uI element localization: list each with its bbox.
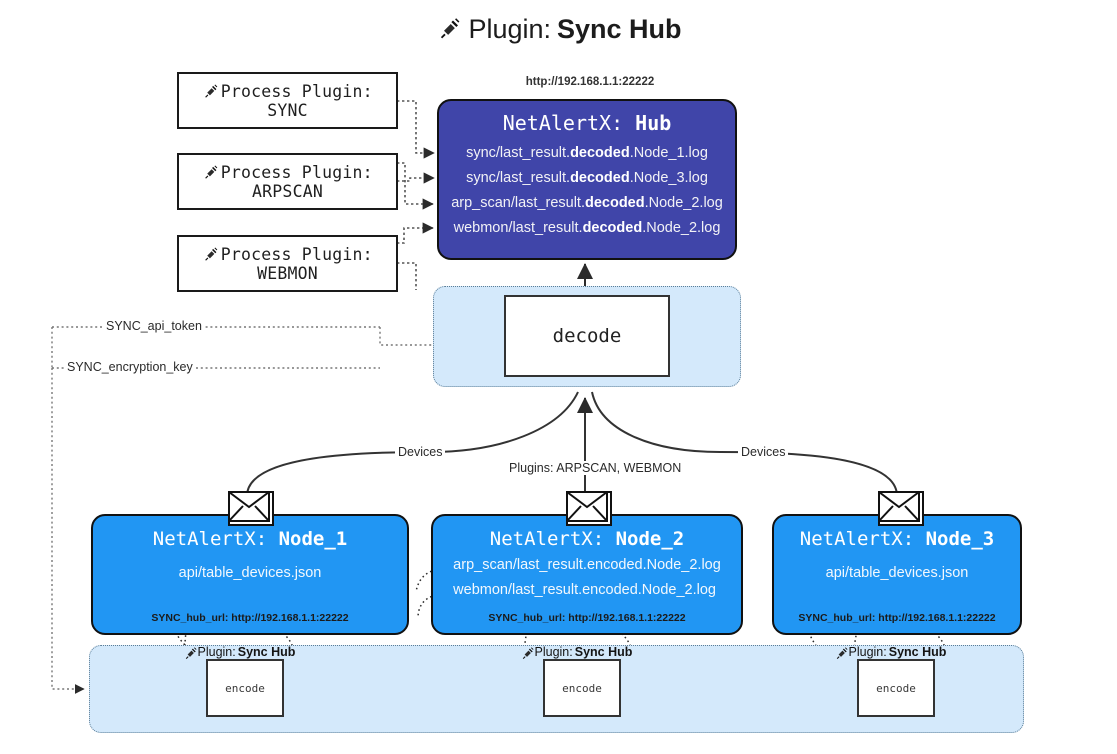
plug-icon [520, 646, 534, 659]
node-lines: api/table_devices.json [826, 561, 969, 586]
hub-log-pre: arp_scan/last_result. [451, 195, 585, 211]
envelope-icon [566, 491, 612, 526]
plug-icon [202, 83, 219, 100]
hub-title: NetAlertX: Hub [503, 111, 672, 135]
hub-log-pre: sync/last_result. [466, 170, 571, 186]
encode-box-3[interactable]: encode [857, 659, 935, 717]
hub-log-post: .Node_2.log [642, 220, 721, 236]
encoder-plugin-label-3: Plugin: Sync Hub [834, 645, 946, 659]
process-plugin-sync-box[interactable]: Process Plugin: SYNC [177, 72, 398, 129]
node-lines: api/table_devices.json [179, 561, 322, 586]
hub-log-em: decoded [584, 195, 645, 211]
page-title-name: Sync Hub [557, 14, 682, 44]
envelope-icon [878, 491, 924, 526]
hub-log-post: .Node_1.log [629, 145, 708, 161]
decode-box[interactable]: decode [504, 295, 670, 377]
hub-log-row: webmon/last_result.decoded.Node_2.log [454, 216, 721, 241]
plug-icon [183, 646, 197, 659]
node-line: webmon/last_result.encoded.Node_2.log [453, 582, 716, 598]
encoder-plugin-label-2: Plugin: Sync Hub [520, 645, 632, 659]
hub-log-em: decoded [582, 220, 643, 236]
plug-icon [202, 246, 219, 263]
hub-log-post: .Node_3.log [629, 170, 708, 186]
page-title-prefix: Plugin: [468, 14, 552, 44]
node-title-name: Node_3 [925, 528, 995, 550]
encoder-plugin-label-1: Plugin: Sync Hub [183, 645, 295, 659]
node-title: NetAlertX: Node_3 [800, 528, 994, 550]
hub-title-name: Hub [635, 111, 672, 135]
node-1[interactable]: NetAlertX: Node_1 api/table_devices.json… [91, 491, 409, 635]
process-plugin-line1: Process Plugin: [220, 81, 373, 101]
encoder-label-prefix: Plugin: [848, 645, 887, 659]
node-line: api/table_devices.json [825, 565, 969, 581]
node-title-prefix: NetAlertX: [152, 528, 279, 550]
process-plugin-arpscan-box[interactable]: Process Plugin: ARPSCAN [177, 153, 398, 210]
encode-box-2[interactable]: encode [543, 659, 621, 717]
hub-log-em: decoded [570, 145, 630, 161]
encoder-label-prefix: Plugin: [197, 645, 236, 659]
edge-label-devices-left: Devices [395, 445, 446, 459]
process-plugin-line1: Process Plugin: [220, 244, 373, 264]
process-plugin-line2: SYNC [267, 100, 308, 120]
node-line: api/table_devices.json [178, 565, 322, 581]
edge-label-api-token: SYNC_api_token [103, 319, 205, 333]
hub-log-row: sync/last_result.decoded.Node_1.log [466, 141, 708, 166]
process-plugin-line2: WEBMON [257, 263, 318, 283]
plug-icon [834, 646, 848, 659]
node-title: NetAlertX: Node_1 [153, 528, 347, 550]
node-line: arp_scan/last_result.encoded.Node_2.log [453, 557, 721, 573]
node-footer-hub-url: SYNC_hub_url: http://192.168.1.1:22222 [488, 612, 686, 624]
node-title-prefix: NetAlertX: [489, 528, 616, 550]
node-footer-hub-url: SYNC_hub_url: http://192.168.1.1:22222 [151, 612, 349, 624]
plug-icon [435, 16, 462, 43]
hub-log-em: decoded [570, 170, 630, 186]
node-title-name: Node_1 [278, 528, 348, 550]
hub-log-pre: webmon/last_result. [453, 220, 583, 236]
encoder-label-name: Sync Hub [574, 645, 633, 659]
edge-label-devices-right: Devices [738, 445, 789, 459]
edge-label-encryption-key: SYNC_encryption_key [64, 360, 196, 374]
process-plugin-line1: Process Plugin: [220, 162, 373, 182]
node-lines: arp_scan/last_result.encoded.Node_2.log … [453, 553, 721, 603]
process-plugin-webmon-box[interactable]: Process Plugin: WEBMON [177, 235, 398, 292]
hub-log-pre: sync/last_result. [466, 145, 571, 161]
encoder-label-name: Sync Hub [888, 645, 947, 659]
hub-node[interactable]: NetAlertX: Hub sync/last_result.decoded.… [437, 99, 737, 260]
hub-url-label: http://192.168.1.1:22222 [525, 76, 655, 88]
node-title: NetAlertX: Node_2 [490, 528, 684, 550]
hub-log-post: .Node_2.log [644, 195, 723, 211]
node-footer-hub-url: SYNC_hub_url: http://192.168.1.1:22222 [798, 612, 996, 624]
envelope-icon [228, 491, 274, 526]
encoder-label-name: Sync Hub [237, 645, 296, 659]
node-3[interactable]: NetAlertX: Node_3 api/table_devices.json… [772, 491, 1022, 635]
plug-icon [202, 164, 219, 181]
edge-label-plugins: Plugins: ARPSCAN, WEBMON [506, 461, 685, 475]
hub-title-prefix: NetAlertX: [502, 111, 636, 135]
node-title-prefix: NetAlertX: [799, 528, 926, 550]
encode-box-1[interactable]: encode [206, 659, 284, 717]
encoder-label-prefix: Plugin: [534, 645, 573, 659]
node-2[interactable]: NetAlertX: Node_2 arp_scan/last_result.e… [431, 491, 743, 635]
process-plugin-line2: ARPSCAN [252, 181, 323, 201]
hub-log-row: sync/last_result.decoded.Node_3.log [466, 166, 708, 191]
hub-log-row: arp_scan/last_result.decoded.Node_2.log [451, 191, 723, 216]
node-title-name: Node_2 [615, 528, 685, 550]
page-title: Plugin: Sync Hub [0, 14, 1117, 45]
